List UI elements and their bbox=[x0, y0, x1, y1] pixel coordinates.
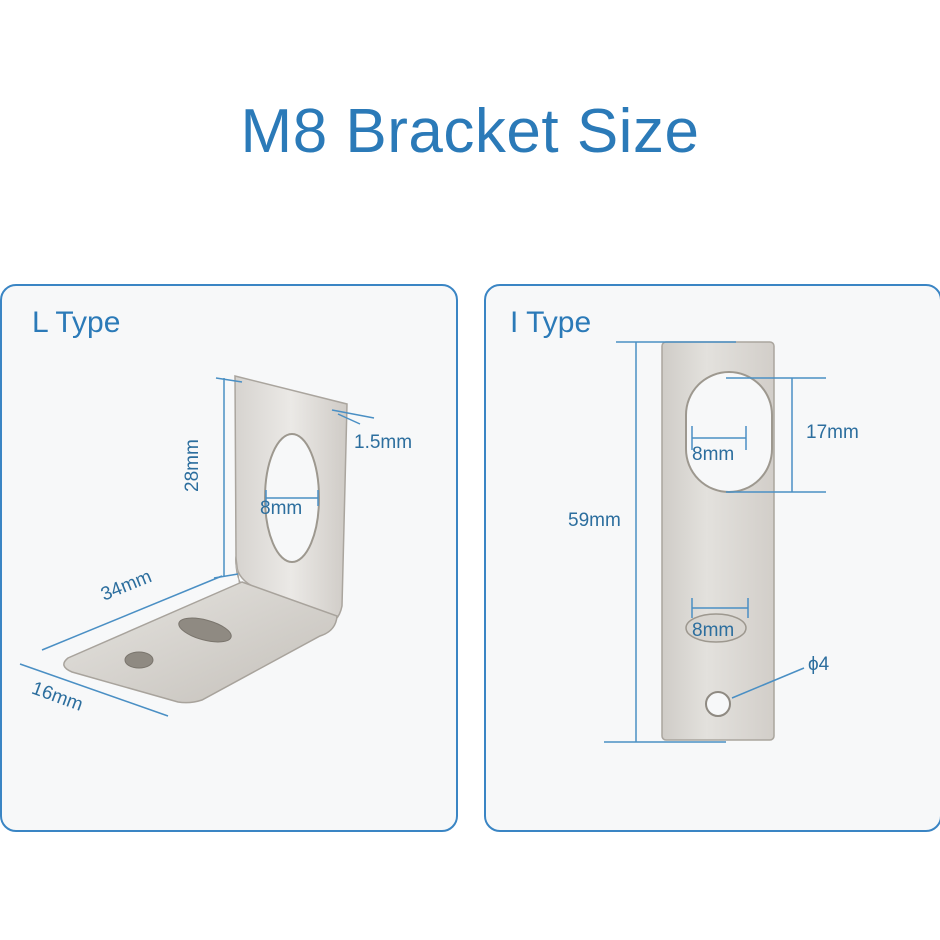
l-dim-slot: 8mm bbox=[260, 498, 303, 519]
l-bracket-base-slot bbox=[178, 617, 232, 643]
dim-line-hole bbox=[731, 667, 805, 699]
l-bracket-base-hole bbox=[124, 651, 154, 669]
l-bracket-base-plate bbox=[63, 581, 338, 704]
i-dim-slot-width-bottom: 8mm bbox=[692, 620, 735, 641]
i-dim-hole: ϕ4 bbox=[808, 654, 830, 675]
l-bracket-illustration bbox=[19, 375, 375, 717]
l-dim-height: 28mm bbox=[182, 439, 203, 492]
i-dim-length: 59mm bbox=[568, 510, 621, 531]
i-type-label: I Type bbox=[510, 306, 592, 339]
l-type-panel: L Type 1.5mm 28mm 8mm 34mm 16mm bbox=[0, 284, 458, 832]
dim-line-length bbox=[41, 575, 223, 651]
i-bracket-top-slot bbox=[685, 371, 773, 493]
l-type-label: L Type bbox=[32, 306, 121, 339]
i-dim-slot-width-top: 8mm bbox=[692, 444, 735, 465]
l-dim-thickness: 1.5mm bbox=[354, 432, 413, 453]
page-title: M8 Bracket Size bbox=[240, 97, 700, 166]
dim-line-thickness bbox=[337, 413, 361, 425]
i-type-panel: I Type 8mm 17mm 59mm 8mm ϕ4 bbox=[484, 284, 940, 832]
i-bracket-illustration bbox=[604, 341, 826, 743]
dim-tick-height-top bbox=[215, 377, 243, 383]
i-dim-slot-length: 17mm bbox=[806, 422, 859, 443]
dim-line-width bbox=[19, 663, 169, 717]
i-bracket-hole bbox=[705, 691, 731, 717]
i-bracket-bottom-slot bbox=[685, 613, 747, 643]
